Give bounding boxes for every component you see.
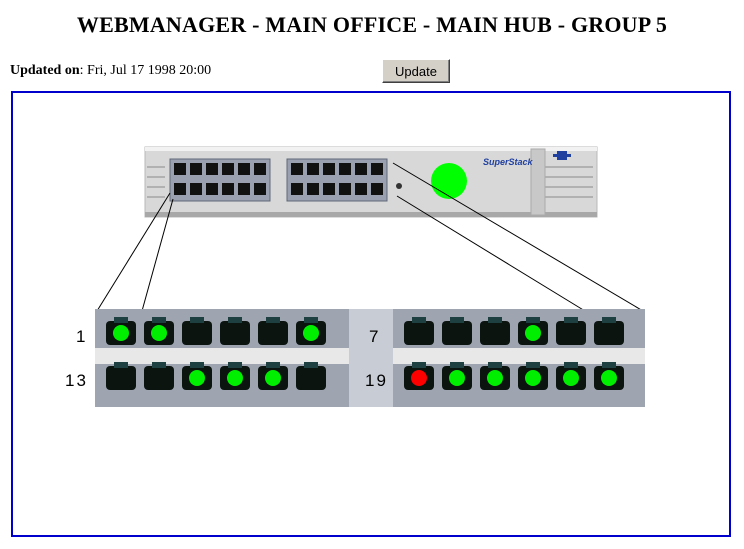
mini-port — [174, 163, 186, 175]
port-10-status-led — [525, 325, 541, 341]
port-1-status-led — [113, 325, 129, 341]
mini-port — [355, 163, 367, 175]
port-21-status-led — [487, 370, 503, 386]
port-grid — [106, 317, 624, 390]
port-19[interactable] — [404, 362, 434, 390]
port-8[interactable] — [442, 317, 472, 345]
hub-status-led — [431, 163, 467, 199]
port-17-status-led — [265, 370, 281, 386]
port-6-status-led — [303, 325, 319, 341]
port-16-status-led — [227, 370, 243, 386]
mini-port — [291, 183, 303, 195]
port-3[interactable] — [182, 317, 212, 345]
port-22-status-led — [525, 370, 541, 386]
port-9[interactable] — [480, 317, 510, 345]
mini-port — [222, 183, 234, 195]
hub-diagram: SuperStack — [95, 146, 645, 407]
mini-port — [355, 183, 367, 195]
3com-logo-icon — [553, 151, 571, 160]
port-15[interactable] — [182, 362, 212, 390]
mini-port — [307, 163, 319, 175]
mini-port — [206, 163, 218, 175]
port-17[interactable] — [258, 362, 288, 390]
mini-port — [222, 163, 234, 175]
mini-port — [190, 183, 202, 195]
mini-port — [254, 163, 266, 175]
port-label-7: 7 — [369, 327, 381, 346]
mini-port — [254, 183, 266, 195]
port-label-19: 19 — [365, 371, 388, 390]
mini-port — [291, 163, 303, 175]
mini-port — [371, 183, 383, 195]
port-5[interactable] — [258, 317, 288, 345]
port-label-13: 13 — [65, 371, 88, 390]
mini-port — [238, 163, 250, 175]
hub-unit: SuperStack — [144, 146, 598, 218]
mini-port — [339, 163, 351, 175]
mini-port — [238, 183, 250, 195]
port-20-status-led — [449, 370, 465, 386]
mini-port — [323, 163, 335, 175]
port-label-1: 1 — [76, 327, 88, 346]
mini-port — [371, 163, 383, 175]
port-2-status-led — [151, 325, 167, 341]
port-24-status-led — [601, 370, 617, 386]
mini-port — [307, 183, 319, 195]
hub-brand-label: SuperStack — [483, 157, 534, 167]
port-7[interactable] — [404, 317, 434, 345]
port-6[interactable] — [296, 317, 326, 345]
mini-port — [206, 183, 218, 195]
mini-port — [174, 183, 186, 195]
hub-panel: SuperStack 1 7 13 19 — [11, 91, 731, 537]
updated-label: Updated on — [10, 63, 80, 78]
updated-value: : Fri, Jul 17 1998 20:00 — [79, 63, 212, 78]
port-10[interactable] — [518, 317, 548, 345]
port-15-status-led — [189, 370, 205, 386]
port-21[interactable] — [480, 362, 510, 390]
port-19-status-led — [411, 370, 427, 386]
zoom-connector-lines — [96, 162, 644, 312]
mini-port — [339, 183, 351, 195]
port-11[interactable] — [556, 317, 586, 345]
port-12[interactable] — [594, 317, 624, 345]
mini-port — [190, 163, 202, 175]
mini-port — [323, 183, 335, 195]
port-1[interactable] — [106, 317, 136, 345]
port-16[interactable] — [220, 362, 250, 390]
page-title: WEBMANAGER - MAIN OFFICE - MAIN HUB - GR… — [76, 12, 668, 37]
last-updated: Updated on: Fri, Jul 17 1998 20:00 — [10, 63, 211, 79]
port-20[interactable] — [442, 362, 472, 390]
port-4[interactable] — [220, 317, 250, 345]
port-2[interactable] — [144, 317, 174, 345]
hub-mini-ports — [174, 163, 383, 195]
port-22[interactable] — [518, 362, 548, 390]
port-14[interactable] — [144, 362, 174, 390]
port-24[interactable] — [594, 362, 624, 390]
port-23[interactable] — [556, 362, 586, 390]
port-23-status-led — [563, 370, 579, 386]
update-button[interactable]: Update — [382, 59, 450, 83]
port-18[interactable] — [296, 362, 326, 390]
port-13[interactable] — [106, 362, 136, 390]
